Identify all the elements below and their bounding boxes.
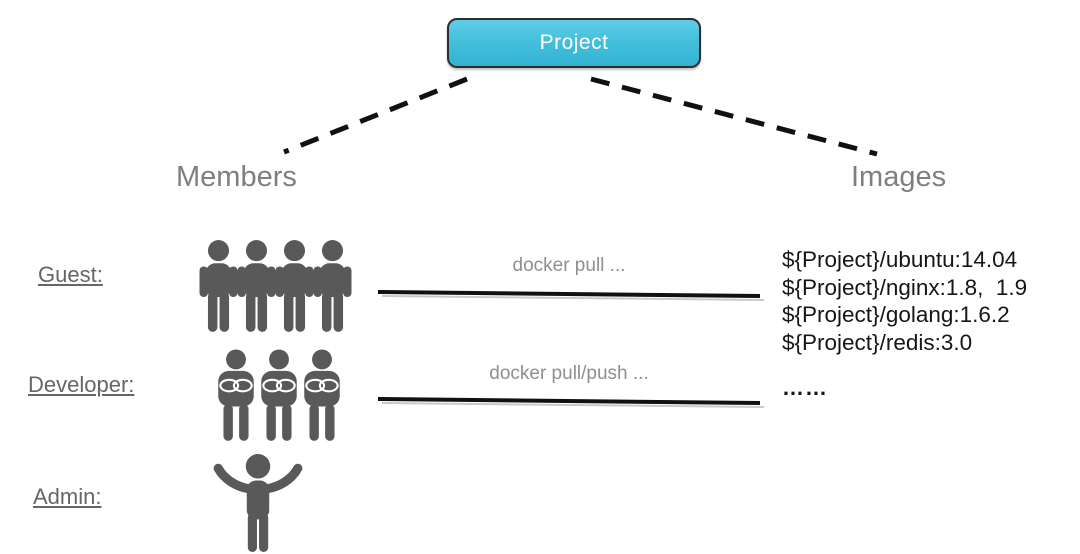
image-list-item: ${Project}/nginx:1.8, 1.9 [782,274,1028,300]
dashed-connector-members [283,76,468,155]
image-list-item: ${Project}/redis:3.0 [782,329,973,355]
developer-role-label: Developer: [28,372,135,397]
images-heading: Images [851,161,947,193]
project-node-label: Project [539,31,609,54]
guest-pull-line [377,290,761,298]
developer-line-shadow [381,402,765,408]
person-icon [275,240,314,332]
developer-users-icon [212,349,346,443]
image-list-item: ${Project}/golang:1.6.2 [782,302,1010,327]
person-crossed-arms-icon [303,349,341,442]
guest-action-label: docker pull ... [512,255,626,276]
person-icon [237,240,276,332]
person-crossed-arms-icon [260,349,298,442]
guest-role-label: Guest: [38,262,103,287]
developer-action-label: docker pull/push ... [489,363,649,384]
person-crossed-arms-icon [217,349,255,442]
person-open-arms-icon [210,452,306,554]
images-more-ellipsis: …… [782,375,828,400]
members-heading: Members [176,161,297,193]
person-icon [199,240,238,332]
project-node: Project [447,18,701,68]
person-icon [313,240,352,332]
guest-line-shadow [381,295,765,301]
admin-person-icon [210,452,306,554]
admin-role-label: Admin: [33,484,102,509]
dashed-connector-images [590,76,878,157]
image-list: ${Project}/ubuntu:14.04 ${Project}/nginx… [782,246,1027,356]
guest-users-icon [197,239,354,334]
image-list-item: ${Project}/ubuntu:14.04 [782,247,1018,272]
developer-pull-push-line [377,397,761,405]
